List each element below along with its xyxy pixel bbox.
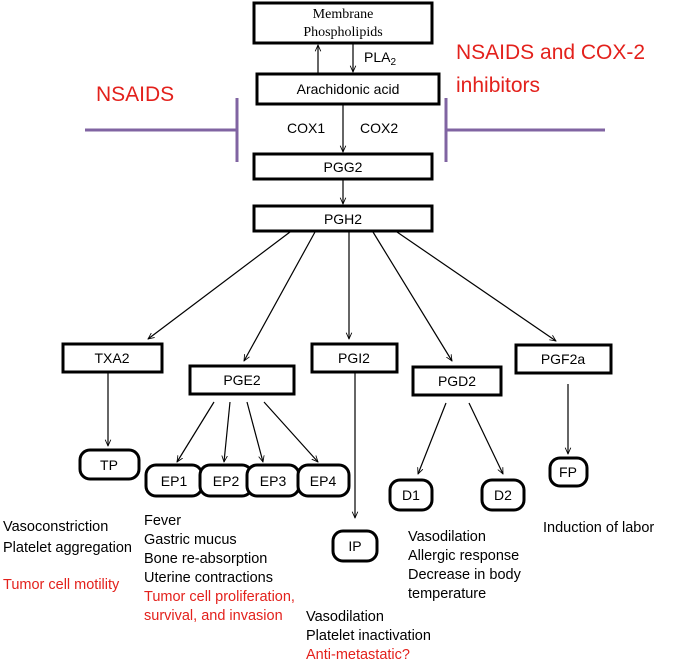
pgg2-label: PGG2 xyxy=(324,159,363,175)
ep-effect-1: Fever xyxy=(144,513,181,529)
ep-effect-4: Uterine contractions xyxy=(144,570,273,586)
ip-label: IP xyxy=(348,538,361,554)
pgi2-box xyxy=(310,342,399,374)
d2-receptor xyxy=(480,478,526,512)
ip-effect-1: Vasodilation xyxy=(306,609,384,625)
arrow-to-ep3 xyxy=(246,401,263,462)
nsaids-inhibitor-left xyxy=(85,98,239,162)
d2-label: D2 xyxy=(494,487,512,503)
pge2-label: PGE2 xyxy=(223,372,261,388)
pgg2-box xyxy=(252,152,434,181)
fp-effect: Induction of labor xyxy=(543,520,654,536)
cox2-inhibitors-label-line1: NSAIDS and COX-2 xyxy=(456,41,645,64)
tp-label: TP xyxy=(100,457,118,473)
tp-receptor xyxy=(78,448,141,481)
cox2-label: COX2 xyxy=(360,120,398,136)
arrow-to-d2 xyxy=(468,402,504,474)
arrow-to-txa2 xyxy=(148,231,291,339)
nsaids-label: NSAIDS xyxy=(96,83,174,106)
ep-effect-tumor-2: survival, and invasion xyxy=(144,608,283,624)
cox1-label: COX1 xyxy=(287,120,325,136)
arrow-to-pgd2 xyxy=(372,231,452,361)
ep4-receptor xyxy=(296,463,351,498)
d-effect-2: Allergic response xyxy=(408,548,519,564)
membrane-phospholipids-box xyxy=(252,1,434,45)
pgf2a-box xyxy=(514,343,613,375)
ep-effect-2: Gastric mucus xyxy=(144,532,237,548)
tp-effect-1: Vasoconstriction xyxy=(3,519,108,535)
cox2-inhibitor-right xyxy=(444,98,605,162)
tp-effect-tumor: Tumor cell motility xyxy=(3,577,120,593)
pgh2-label: PGH2 xyxy=(324,211,362,227)
ep4-label: EP4 xyxy=(310,473,337,489)
arachidonic-acid-label: Arachidonic acid xyxy=(297,81,400,97)
arrow-to-ep2 xyxy=(224,401,231,462)
txa2-box xyxy=(61,342,164,374)
pgh2-box xyxy=(252,204,434,233)
ep2-label: EP2 xyxy=(213,473,240,489)
pge2-box xyxy=(188,364,296,396)
pgd2-box xyxy=(411,365,503,397)
arrow-to-pgf2a xyxy=(396,231,556,341)
pla2-label: PLA2 xyxy=(364,49,396,68)
pgi2-label: PGI2 xyxy=(338,350,370,366)
arrow-to-d1 xyxy=(418,402,447,474)
pgf2a-label: PGF2a xyxy=(541,351,586,367)
ip-effect-antimetastatic: Anti-metastatic? xyxy=(306,647,410,663)
pgd2-label: PGD2 xyxy=(438,373,476,389)
ip-receptor xyxy=(331,529,379,563)
d-effect-1: Vasodilation xyxy=(408,529,486,545)
arrow-to-ep1 xyxy=(177,401,215,462)
ep-effect-3: Bone re-absorption xyxy=(144,551,267,567)
d1-label: D1 xyxy=(402,487,420,503)
ip-effect-2: Platelet inactivation xyxy=(306,628,431,644)
fp-label: FP xyxy=(559,464,577,480)
d-effect-4: temperature xyxy=(408,586,486,602)
arachidonic-acid-box xyxy=(255,72,441,106)
fp-receptor xyxy=(548,456,589,488)
membrane-label: Membrane xyxy=(313,7,374,22)
txa2-label: TXA2 xyxy=(94,350,129,366)
d-effect-3: Decrease in body xyxy=(408,567,522,583)
arrow-to-pge2 xyxy=(243,231,316,361)
tp-effect-2: Platelet aggregation xyxy=(3,540,132,556)
d1-receptor xyxy=(388,478,434,512)
ep3-label: EP3 xyxy=(260,473,287,489)
arrow-to-ep4 xyxy=(263,401,318,462)
cox2-inhibitors-label-line2: inhibitors xyxy=(456,74,540,97)
phospholipids-label: Phospholipids xyxy=(303,25,382,40)
ep-effect-tumor-1: Tumor cell proliferation, xyxy=(144,589,295,605)
ep1-label: EP1 xyxy=(161,473,188,489)
